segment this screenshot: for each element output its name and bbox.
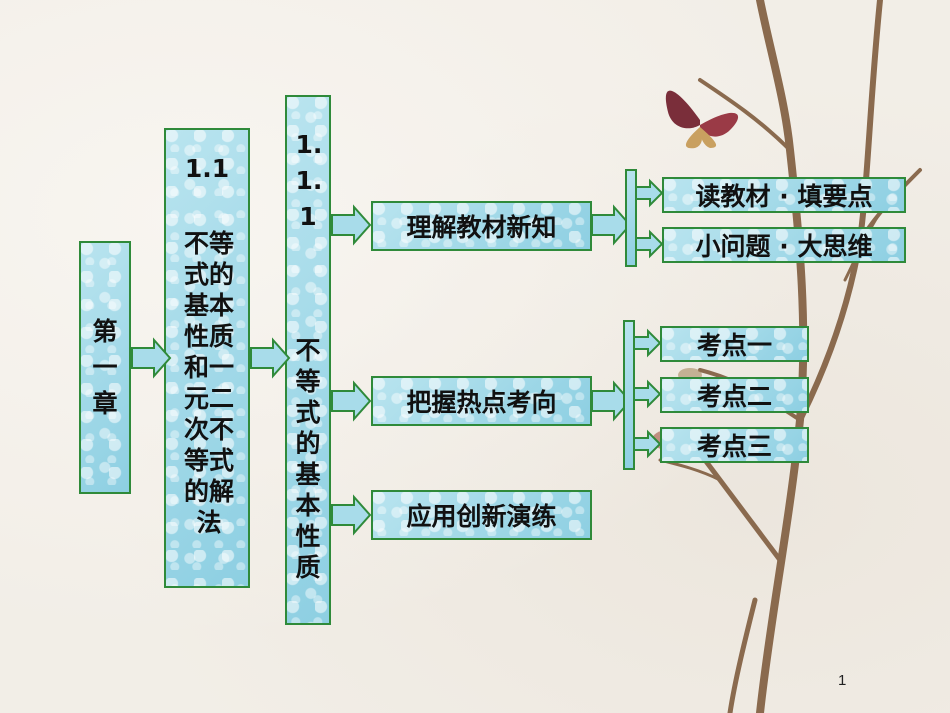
arrow-icon xyxy=(635,180,663,206)
arrow-icon xyxy=(250,339,290,377)
child-box-point-1[interactable]: 考点一 xyxy=(660,326,809,362)
bracket-bar xyxy=(623,320,635,470)
subsection-box[interactable]: 1.1.1 不等式的基本性质 xyxy=(285,95,331,625)
arrow-icon xyxy=(633,431,661,457)
subsection-number: 1.1.1 xyxy=(295,130,323,231)
part-box-practice[interactable]: 应用创新演练 xyxy=(371,490,592,540)
child-label: 读教材 · 填要点 xyxy=(695,182,873,211)
part-label: 理解教材新知 xyxy=(406,213,557,242)
section-title: 不等式的基本性质和一元二次不等式的解法 xyxy=(183,229,234,537)
chapter-box[interactable]: 第一章 xyxy=(79,241,131,494)
part-label: 把握热点考向 xyxy=(406,388,557,417)
part-label: 应用创新演练 xyxy=(406,502,557,531)
arrow-icon xyxy=(331,496,371,534)
arrow-icon xyxy=(633,381,661,407)
section-box[interactable]: 1.1 不等式的基本性质和一元二次不等式的解法 xyxy=(164,128,250,588)
section-number: 1.1 xyxy=(184,154,230,183)
child-label: 考点二 xyxy=(696,382,772,411)
butterfly-icon xyxy=(665,90,739,149)
child-box-point-2[interactable]: 考点二 xyxy=(660,377,809,413)
child-box-point-3[interactable]: 考点三 xyxy=(660,427,809,463)
subsection-title: 不等式的基本性质 xyxy=(295,336,321,582)
child-label: 考点三 xyxy=(696,432,772,461)
child-label: 小问题 · 大思维 xyxy=(695,232,873,261)
arrow-icon xyxy=(635,231,663,257)
arrow-icon xyxy=(331,382,371,420)
bracket-bar xyxy=(625,169,637,267)
part-box-hotspots[interactable]: 把握热点考向 xyxy=(371,376,592,426)
arrow-icon xyxy=(633,330,661,356)
arrow-icon xyxy=(131,339,171,377)
arrow-icon xyxy=(331,206,371,244)
child-label: 考点一 xyxy=(696,331,772,360)
child-box-read-textbook[interactable]: 读教材 · 填要点 xyxy=(662,177,906,213)
part-box-understand[interactable]: 理解教材新知 xyxy=(371,201,592,251)
chapter-label: 第一章 xyxy=(92,316,118,418)
page-number: 1 xyxy=(838,672,847,689)
child-box-small-questions[interactable]: 小问题 · 大思维 xyxy=(662,227,906,263)
